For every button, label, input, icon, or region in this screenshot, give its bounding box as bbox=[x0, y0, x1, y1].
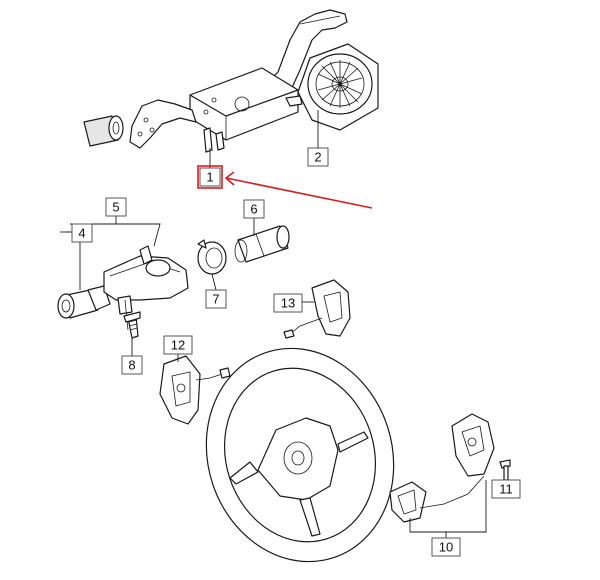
callout-11[interactable]: 11 bbox=[491, 479, 521, 499]
shear-bolt bbox=[123, 311, 141, 339]
right-multifunction-button-top bbox=[283, 279, 351, 339]
callout-6[interactable]: 6 bbox=[243, 199, 265, 219]
callout-4[interactable]: 4 bbox=[71, 223, 93, 243]
highlight-part-1 bbox=[197, 165, 373, 209]
callout-7[interactable]: 7 bbox=[205, 289, 227, 309]
callout-8[interactable]: 8 bbox=[121, 355, 143, 375]
callout-10-label: 10 bbox=[439, 540, 453, 555]
lock-ring bbox=[197, 239, 227, 275]
left-multifunction-button bbox=[159, 355, 231, 425]
highlight-arrow-line bbox=[225, 177, 373, 209]
callout-1-label: 1 bbox=[206, 170, 213, 185]
column-switch-module bbox=[83, 9, 348, 153]
callout-7-label: 7 bbox=[212, 292, 219, 307]
callout-8-label: 8 bbox=[128, 358, 135, 373]
callout-5-label: 5 bbox=[112, 200, 119, 215]
callout-12-label: 12 bbox=[171, 338, 185, 353]
callout-13[interactable]: 13 bbox=[273, 293, 303, 313]
callout-13-label: 13 bbox=[281, 296, 295, 311]
callout-6-label: 6 bbox=[250, 202, 257, 217]
right-multifunction-buttons bbox=[389, 413, 495, 523]
callout-11-label: 11 bbox=[499, 482, 513, 497]
ignition-lock-cylinder bbox=[57, 285, 111, 319]
lock-sleeve bbox=[234, 225, 290, 263]
clock-spring bbox=[297, 43, 379, 131]
leader-lines bbox=[60, 110, 507, 538]
callout-12[interactable]: 12 bbox=[163, 335, 193, 355]
callout-4-label: 4 bbox=[78, 226, 85, 241]
highlight-box bbox=[197, 165, 223, 189]
steering-wheel bbox=[205, 347, 395, 563]
steering-lock-housing bbox=[103, 245, 189, 331]
callout-1[interactable]: 1 bbox=[199, 167, 221, 187]
callout-5[interactable]: 5 bbox=[105, 197, 127, 217]
highlight-arrow-head bbox=[224, 171, 235, 186]
callout-2[interactable]: 2 bbox=[307, 147, 329, 167]
callout-2-label: 2 bbox=[314, 150, 321, 165]
screw bbox=[499, 459, 511, 481]
callout-10[interactable]: 10 bbox=[431, 537, 461, 557]
